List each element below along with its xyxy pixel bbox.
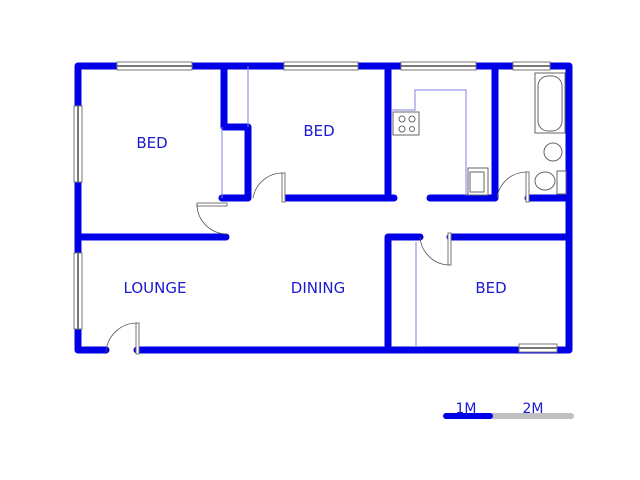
toilet-icon <box>534 170 567 195</box>
kitchen-counter <box>392 89 467 196</box>
room-label-bed-2: BED <box>303 122 334 140</box>
room-label-bed-1: BED <box>136 134 167 152</box>
walls <box>74 62 573 354</box>
fixtures <box>392 72 567 196</box>
door-leaf <box>196 202 228 207</box>
room-labels: BED BED LOUNGE DINING BED <box>124 122 507 297</box>
room-label-dining: DINING <box>291 279 345 297</box>
windows <box>73 61 558 353</box>
doors <box>105 171 530 355</box>
door-leaf <box>525 171 530 203</box>
scale-bar: 1M 2M <box>443 401 574 419</box>
door-leaf <box>135 322 140 355</box>
basin-icon <box>543 142 563 162</box>
room-label-bed-3: BED <box>475 279 506 297</box>
scale-label-2m: 2M <box>523 401 544 417</box>
door-leaf <box>281 172 286 203</box>
bathtub-icon <box>534 72 566 134</box>
sink-icon <box>467 167 489 196</box>
thin-lines <box>221 66 467 347</box>
stove-icon <box>392 111 420 136</box>
scale-label-1m: 1M <box>456 401 477 417</box>
door-leaf <box>447 232 452 266</box>
room-label-lounge: LOUNGE <box>124 279 187 297</box>
